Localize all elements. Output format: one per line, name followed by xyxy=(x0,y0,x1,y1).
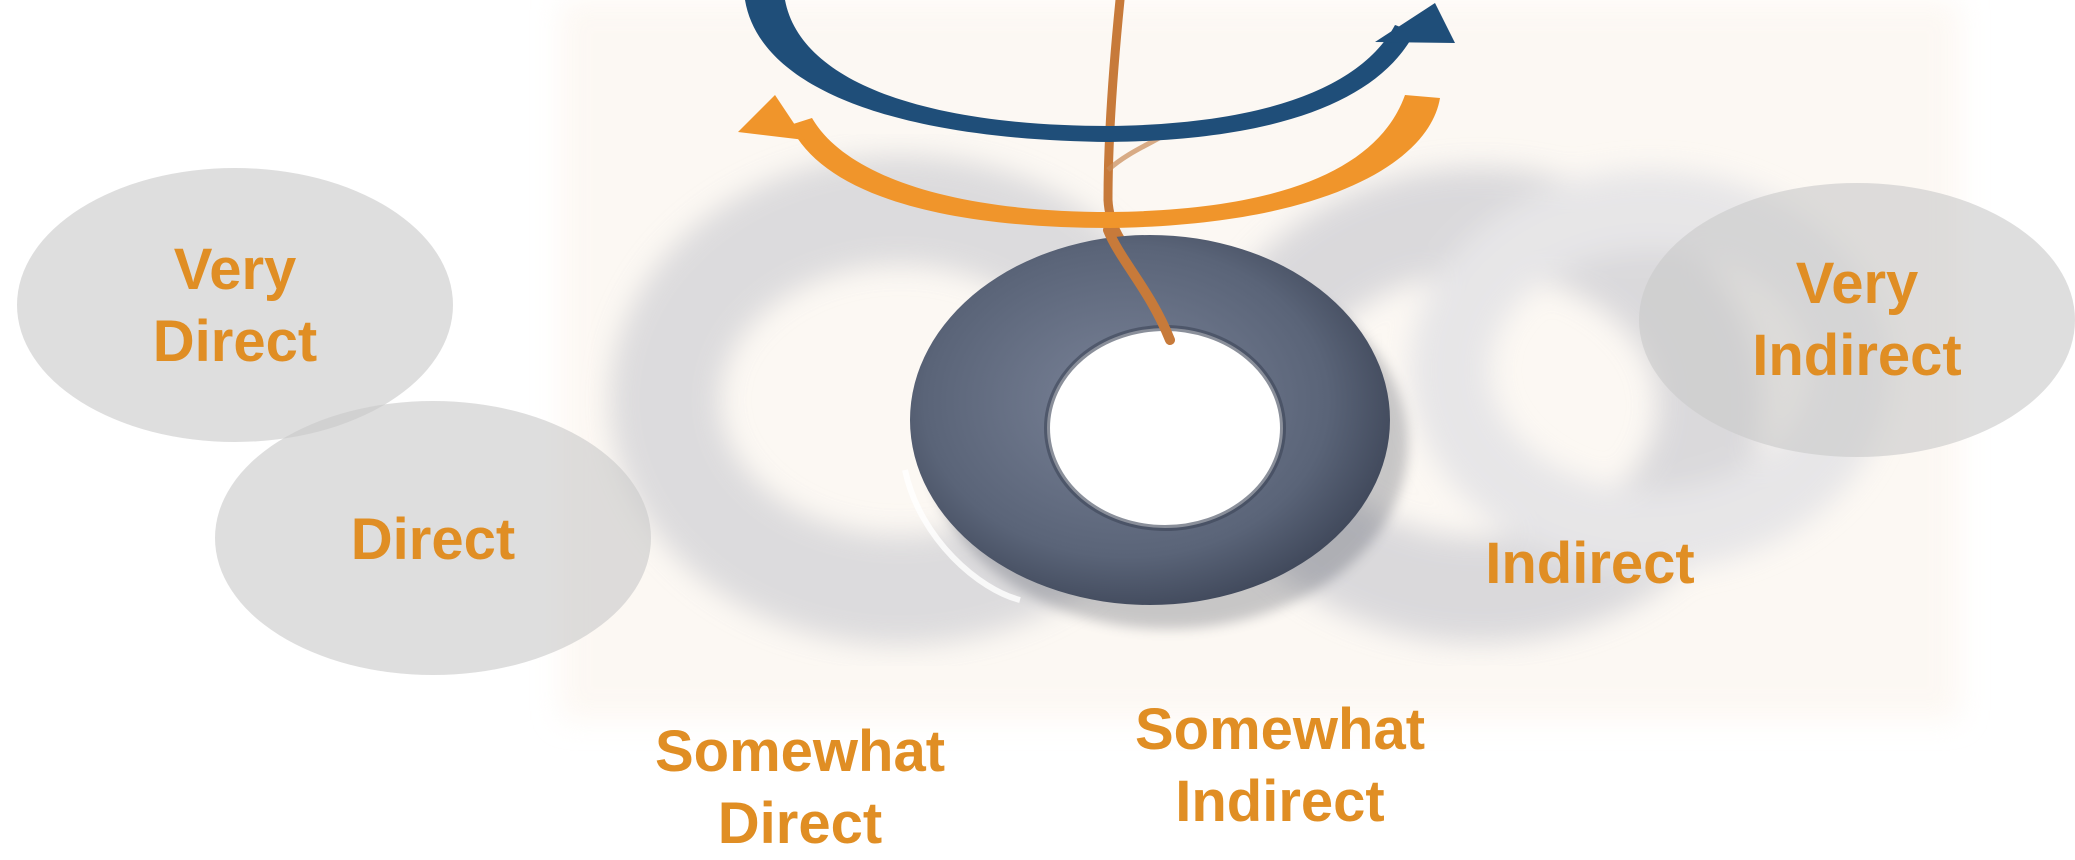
label-very-direct-line1: Very xyxy=(95,234,375,306)
label-somewhat-indirect: Somewhat Indirect xyxy=(1100,694,1460,838)
label-indirect: Indirect xyxy=(1460,528,1720,600)
label-somewhat-direct-line1: Somewhat xyxy=(620,716,980,788)
label-very-indirect-line2: Indirect xyxy=(1717,320,1997,392)
label-somewhat-direct: Somewhat Direct xyxy=(620,716,980,860)
label-very-direct-line2: Direct xyxy=(95,306,375,378)
label-somewhat-indirect-line2: Indirect xyxy=(1100,766,1460,838)
label-very-indirect: Very Indirect xyxy=(1717,248,1997,392)
label-direct-text: Direct xyxy=(293,504,573,576)
label-somewhat-indirect-line1: Somewhat xyxy=(1100,694,1460,766)
label-somewhat-direct-line2: Direct xyxy=(620,788,980,860)
label-indirect-text: Indirect xyxy=(1460,528,1720,600)
label-very-direct: Very Direct xyxy=(95,234,375,378)
label-direct: Direct xyxy=(293,504,573,576)
label-very-indirect-line1: Very xyxy=(1717,248,1997,320)
